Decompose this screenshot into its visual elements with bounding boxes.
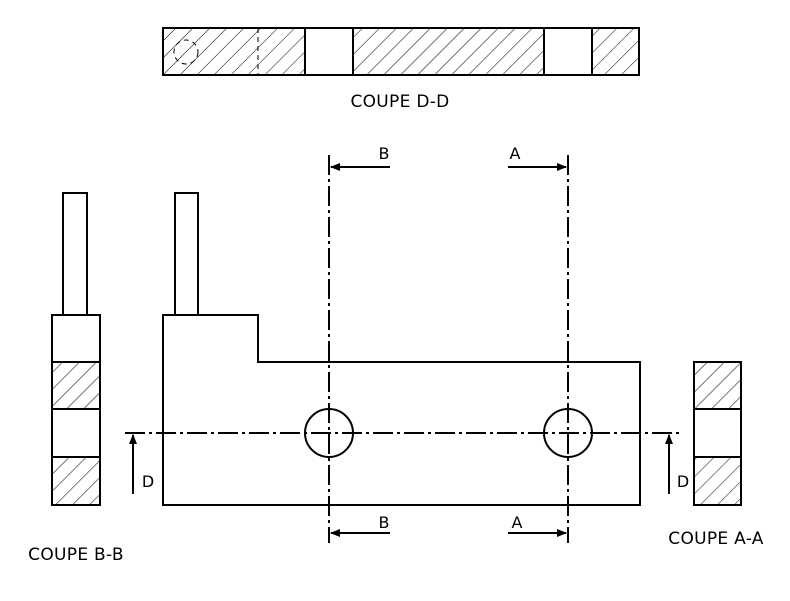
label-d-left: D (142, 472, 154, 491)
view-arrows (129, 163, 673, 537)
cutting-plane-lines (125, 155, 680, 543)
label-b-top: B (379, 144, 390, 163)
cut-mark-labels: B A B A D D (142, 144, 689, 532)
caption-coupe-bb: COUPE B-B (28, 545, 124, 565)
label-a-bottom: A (512, 513, 523, 532)
section-aa: COUPE A-A (668, 361, 764, 549)
caption-coupe-aa: COUPE A-A (668, 529, 764, 549)
label-d-right: D (677, 472, 689, 491)
section-bb: COUPE B-B (28, 192, 124, 565)
label-a-top: A (510, 144, 521, 163)
section-dd: COUPE D-D (162, 27, 640, 112)
caption-coupe-dd: COUPE D-D (350, 92, 449, 112)
label-b-bottom: B (379, 513, 390, 532)
